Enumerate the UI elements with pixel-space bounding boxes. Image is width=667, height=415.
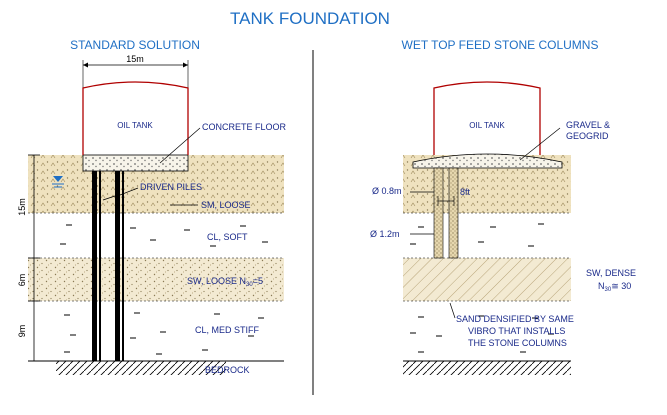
diagram-title: TANK FOUNDATION <box>230 9 390 28</box>
right-ground <box>403 361 571 375</box>
concrete-floor-label: CONCRETE FLOOR <box>202 122 287 132</box>
diameter-12-label: Ø 1.2m <box>370 229 400 239</box>
left-oil-tank-label: OIL TANK <box>117 121 153 130</box>
right-oil-tank-label: OIL TANK <box>469 121 505 130</box>
left-bedrock <box>56 361 226 375</box>
right-oil-tank <box>433 81 541 155</box>
right-clay-symbols <box>410 223 554 353</box>
cl-soft-label: CL, SOFT <box>207 232 248 242</box>
driven-piles-label: DRIVEN PILES <box>140 182 202 192</box>
sm-loose-label: SM, LOOSE <box>201 200 251 210</box>
sw-dense-n-label: N30≅ 30 <box>598 281 631 293</box>
sw-loose-layer <box>28 258 284 301</box>
depth-label-15m: 15m <box>17 198 27 216</box>
sand-densified-label-1: SAND DENSIFIED BY SAME <box>456 314 574 324</box>
bedrock-label: BEDROCK <box>205 365 250 375</box>
left-heading: STANDARD SOLUTION <box>70 38 200 52</box>
left-oil-tank <box>82 81 189 155</box>
depth-label-9m: 9m <box>17 325 27 338</box>
cl-med-stiff-label: CL, MED STIFF <box>195 325 260 335</box>
stone-column-2 <box>448 167 459 259</box>
cl-med-stiff-layer <box>28 301 284 361</box>
right-lower-clay-layer <box>403 301 571 361</box>
right-clay-layer <box>403 213 571 258</box>
right-heading: WET TOP FEED STONE COLUMNS <box>402 38 599 52</box>
sw-dense-layer <box>403 258 571 301</box>
stone-column-1 <box>433 167 444 259</box>
diameter-08-label: Ø 0.8m <box>372 186 402 196</box>
standard-solution-panel: STANDARD SOLUTION 15m OIL TANK <box>17 38 287 375</box>
width-dimension-label: 15m <box>126 54 144 64</box>
clay-symbols <box>60 224 268 355</box>
depth-label-6m: 6m <box>17 274 27 287</box>
sand-densified-label-2: VIBRO THAT INSTALLS <box>468 326 565 336</box>
stone-columns-panel: WET TOP FEED STONE COLUMNS OIL TANK <box>370 38 636 375</box>
sw-loose-label: SW, LOOSE N30=5 <box>187 276 263 288</box>
concrete-floor <box>82 154 189 172</box>
gravel-label-1: GRAVEL & <box>566 120 610 130</box>
gravel-geogrid-pad <box>412 153 563 169</box>
sw-dense-label: SW, DENSE <box>586 268 636 278</box>
driven-piles <box>92 171 124 361</box>
sand-densified-label-3: THE STONE COLUMNS <box>468 338 567 348</box>
gravel-label-2: GEOGRID <box>566 131 609 141</box>
spacing-label: 8ft <box>460 187 471 197</box>
cl-soft-layer <box>28 213 284 258</box>
water-table-icon <box>53 176 63 182</box>
